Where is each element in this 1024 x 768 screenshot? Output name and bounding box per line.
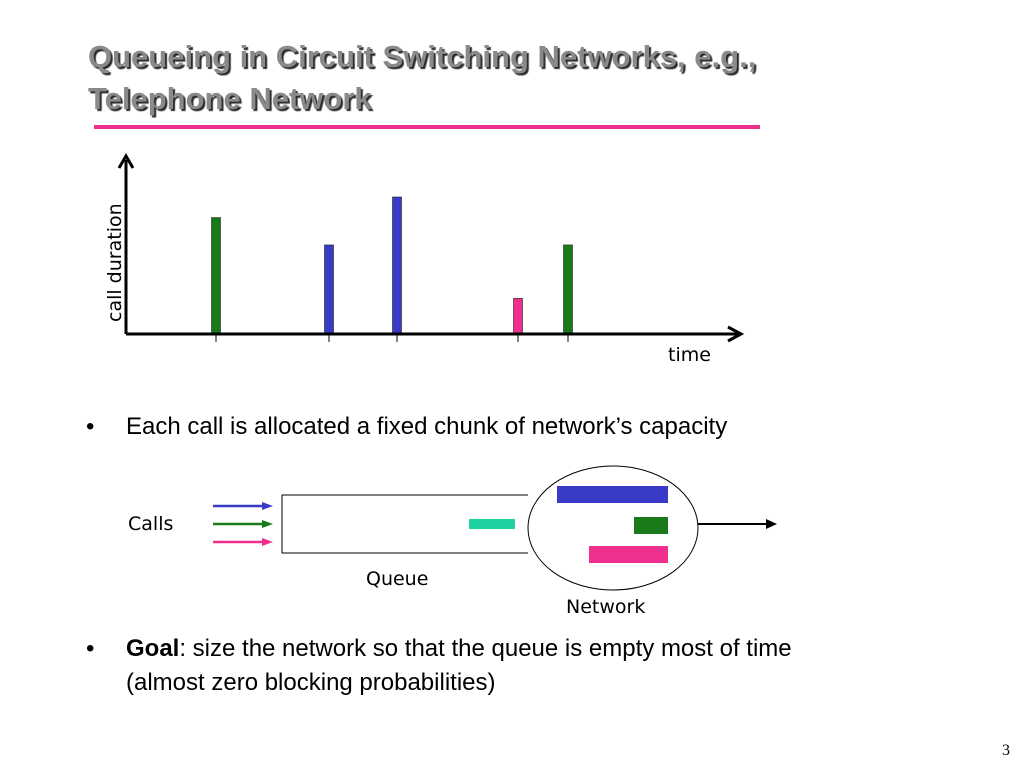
call-arrowhead — [262, 502, 273, 510]
network-call-block — [557, 486, 668, 503]
call-arrowhead — [262, 520, 273, 528]
network-call-block — [589, 546, 668, 563]
y-axis-label: call duration — [104, 203, 126, 322]
network-call-block — [634, 517, 668, 534]
goal-bold-label: Goal — [126, 635, 180, 662]
queue-diagram: Calls Queue Network — [128, 465, 777, 618]
queue-box — [281, 494, 528, 554]
call-arrowhead — [262, 538, 273, 546]
call-bar — [211, 217, 221, 335]
bullet-goal-text: Goal: size the network so that the queue… — [126, 632, 966, 700]
bullet-marker: • — [86, 635, 95, 662]
network-label: Network — [566, 596, 645, 618]
queued-call-block — [469, 519, 515, 529]
queue-label: Queue — [366, 568, 428, 590]
call-bar — [392, 196, 402, 335]
bullet-marker: • — [86, 413, 95, 440]
goal-text: : size the network so that the queue is … — [179, 635, 792, 662]
call-bar — [513, 298, 523, 335]
title-underline — [94, 125, 760, 129]
y-axis-arrowhead — [117, 153, 135, 169]
chart-bars — [211, 196, 573, 335]
slide-title: Queueing in Circuit Switching Networks, … — [88, 36, 948, 120]
call-bar — [563, 244, 573, 335]
call-bar — [324, 244, 334, 335]
bullet-text: Each call is allocated a fixed chunk of … — [126, 413, 728, 440]
title-line-1: Queueing in Circuit Switching Networks, … — [88, 39, 757, 74]
call-arrows — [213, 502, 273, 546]
goal-text-line-2: (almost zero blocking probabilities) — [126, 669, 496, 696]
network-flows — [557, 486, 668, 563]
x-axis-arrowhead — [727, 325, 745, 343]
title-line-2: Telephone Network — [88, 81, 372, 116]
calls-label: Calls — [128, 513, 173, 535]
page-number: 3 — [1002, 742, 1010, 759]
network-output-arrowhead — [766, 519, 777, 529]
x-axis-label: time — [668, 344, 711, 366]
network-ellipse — [527, 465, 699, 591]
